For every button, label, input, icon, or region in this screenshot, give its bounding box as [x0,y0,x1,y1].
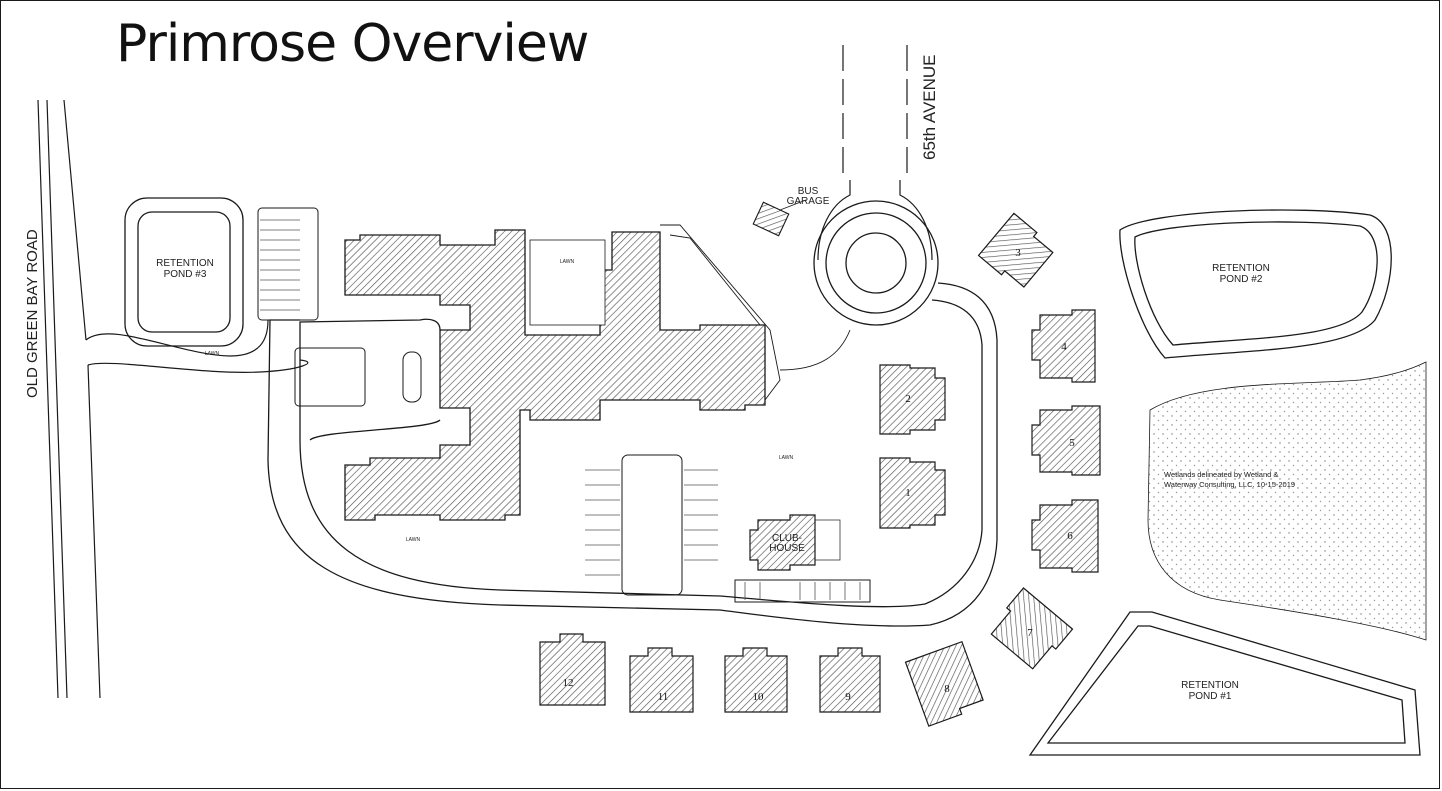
central-wing-lawn [475,345,595,395]
road-label-old-green-bay: OLD GREEN BAY ROAD [24,229,41,398]
pond-1-label-line2: POND #1 [1189,691,1232,702]
retention-pond-3 [124,197,244,347]
svg-text:10: 10 [753,691,765,703]
svg-text:12: 12 [563,677,574,689]
loop-road [267,282,998,627]
villa-unit-2: 2 [879,364,946,435]
old-green-bay-road [37,99,101,699]
svg-text:1: 1 [905,487,911,499]
villa-unit-4: 4 [1031,309,1096,383]
entrance-drive [85,319,309,373]
svg-text:11: 11 [658,691,669,703]
clubhouse-label-line1: CLUB- [772,533,802,544]
svg-text:9: 9 [845,691,851,703]
bus-garage-label-line2: GARAGE [787,196,830,207]
villa-unit-11: 11 [629,647,694,713]
retention-pond-1 [1028,611,1421,756]
pond-2-label-line2: POND #2 [1220,274,1263,285]
villa-unit-7: 7 [990,587,1074,670]
parking-stripes [260,219,861,600]
road-label-65th-avenue: 65th AVENUE [920,54,939,160]
villa-unit-8: 8 [904,640,984,727]
pond-3-label-line2: POND #3 [164,269,207,280]
wetlands-area [1147,361,1427,641]
bus-garage [752,199,807,237]
page-title: Primrose Overview [116,14,589,74]
clubhouse-label-line2: HOUSE [769,543,805,554]
villa-unit-12: 12 [539,633,606,706]
pond-2-label-line1: RETENTION [1212,263,1270,274]
clubhouse [749,514,816,571]
villa-unit-3: 3 [977,212,1054,288]
svg-text:3: 3 [1015,247,1021,259]
parking-lots [257,207,871,603]
villa-unit-9: 9 [819,647,881,713]
villa-unit-10: 10 [724,647,788,713]
roundabout [813,200,939,326]
lawn-label: LAWN [205,351,220,357]
svg-text:8: 8 [944,683,950,695]
garden-area [660,224,851,401]
courtyard-lawn-label: LAWN [560,259,575,265]
svg-text:5: 5 [1069,437,1075,449]
courtyard-lawn [529,239,606,326]
villa-unit-5: 5 [1031,405,1101,476]
65th-avenue [817,45,933,261]
svg-text:4: 4 [1061,341,1067,353]
wetlands-note-line1: Wetlands delineated by Wetland & [1164,470,1278,479]
central-lawn-label: LAWN [779,455,794,461]
svg-text:2: 2 [905,393,911,405]
retention-pond-2 [1119,209,1392,359]
wetlands-note-line2: Waterway Consulting, LLC. 10-15-2019 [1164,480,1295,489]
south-lawn-label: LAWN [406,537,421,543]
pond-1-label-line1: RETENTION [1181,680,1239,691]
bus-garage-label-line1: BUS [798,186,819,197]
villa-unit-6: 6 [1031,499,1099,573]
pond-3-label-line1: RETENTION [156,258,214,269]
svg-text:7: 7 [1027,627,1033,639]
svg-text:6: 6 [1067,530,1073,542]
villa-unit-1: 1 [879,457,946,529]
